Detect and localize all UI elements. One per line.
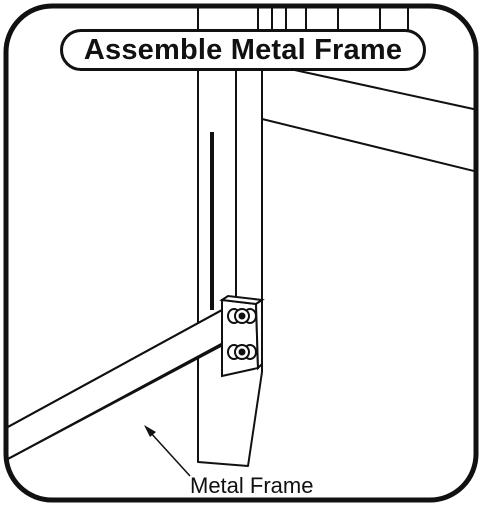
panel-border [3,3,479,503]
thumb-screw-icon [227,344,257,360]
callout-label: Metal Frame [190,473,314,498]
upper-beam [257,61,476,173]
callout-arrow [144,425,191,477]
thumb-screw-icon [227,308,257,324]
post-slot [210,132,214,310]
vertical-post [197,61,263,467]
title-pill: Assemble Metal Frame [60,29,426,71]
page-title: Assemble Metal Frame [83,33,403,66]
